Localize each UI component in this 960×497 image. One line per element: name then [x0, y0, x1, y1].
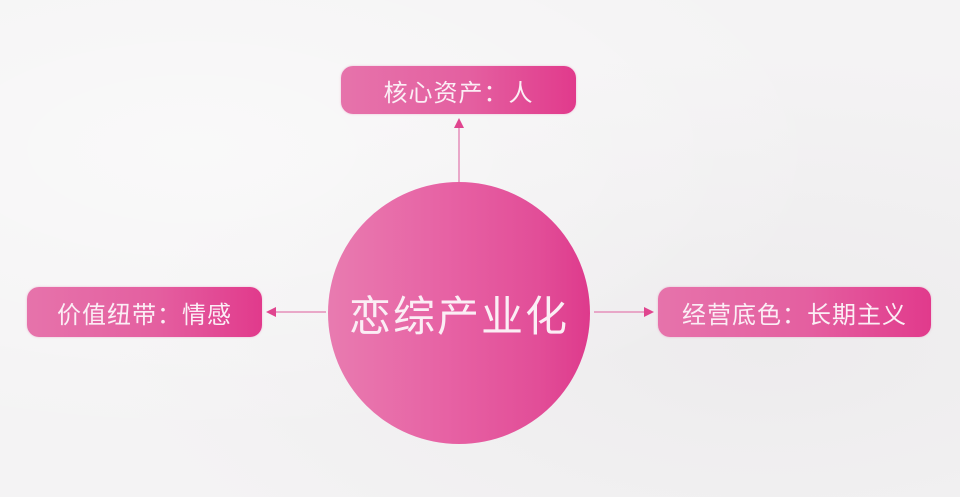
node-business-foundation: 经营底色：长期主义: [658, 287, 931, 337]
node-core-asset-label: 核心资产：人: [383, 78, 534, 107]
node-value-bond: 价值纽带：情感: [27, 287, 262, 337]
node-business-foundation-label: 经营底色：长期主义: [682, 300, 907, 329]
center-hub-label: 恋综产业化: [348, 291, 569, 341]
center-hub: 恋综产业化: [328, 182, 590, 444]
node-core-asset: 核心资产：人: [341, 66, 576, 114]
node-value-bond-label: 价值纽带：情感: [57, 300, 232, 329]
